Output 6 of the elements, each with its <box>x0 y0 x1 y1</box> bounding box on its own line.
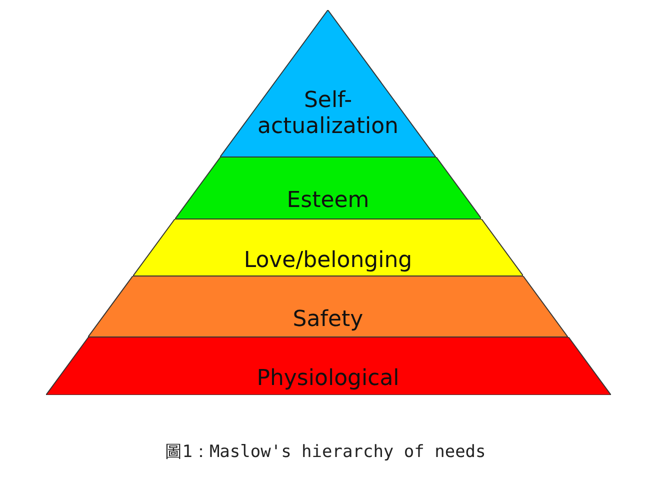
caption: 圖1：Maslow's hierarchy of needs <box>165 442 486 462</box>
level-label: Physiological <box>256 366 400 392</box>
level-label: Safety <box>292 306 364 332</box>
level-label: Love/belonging <box>242 248 414 274</box>
level-label: Esteem <box>286 188 370 214</box>
level-label: Self-actualization <box>256 88 400 140</box>
